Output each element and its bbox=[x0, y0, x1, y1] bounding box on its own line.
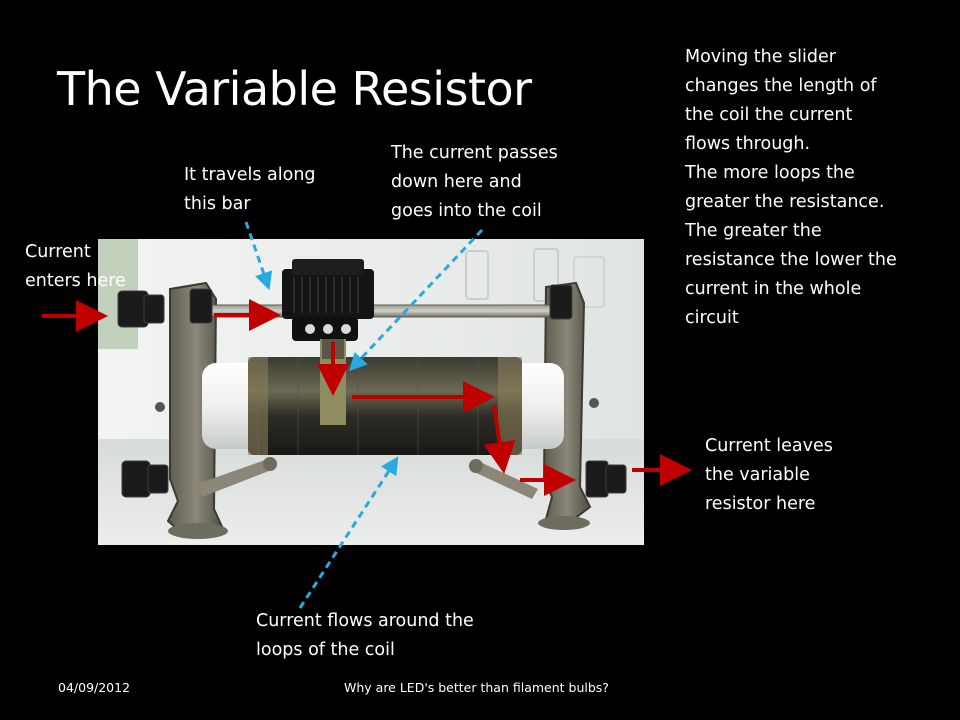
label-line: the variable bbox=[705, 465, 810, 485]
label-current-enters: Current enters here bbox=[25, 238, 126, 296]
footer-caption: Why are LED's better than filament bulbs… bbox=[344, 680, 609, 695]
label-current-leaves: Current leaves the variable resistor her… bbox=[705, 432, 833, 519]
side-note-line: circuit bbox=[685, 308, 739, 328]
label-line: loops of the coil bbox=[256, 640, 395, 660]
label-line: Current leaves bbox=[705, 436, 833, 456]
label-travels-bar: It travels along this bar bbox=[184, 161, 316, 219]
variable-resistor-photo bbox=[98, 239, 644, 545]
label-current-flows: Current flows around the loops of the co… bbox=[256, 607, 474, 665]
label-current-passes: The current passes down here and goes in… bbox=[391, 139, 558, 226]
side-note-line: flows through. bbox=[685, 134, 811, 154]
side-note-line: greater the resistance. bbox=[685, 192, 885, 212]
label-line: The current passes bbox=[391, 143, 558, 163]
footer-date: 04/09/2012 bbox=[58, 680, 131, 695]
label-line: Current flows around the bbox=[256, 611, 474, 631]
side-note-line: The more loops the bbox=[685, 163, 855, 183]
side-note-line: resistance the lower the bbox=[685, 250, 897, 270]
side-note-line: changes the length of bbox=[685, 76, 877, 96]
side-note: Moving the slider changes the length of … bbox=[685, 43, 897, 333]
label-line: enters here bbox=[25, 271, 126, 291]
side-note-line: current in the whole bbox=[685, 279, 862, 299]
label-line: resistor here bbox=[705, 494, 816, 514]
label-line: down here and bbox=[391, 172, 522, 192]
label-line: goes into the coil bbox=[391, 201, 542, 221]
slide-title: The Variable Resistor bbox=[57, 62, 532, 116]
side-note-line: The greater the bbox=[685, 221, 822, 241]
label-line: Current bbox=[25, 242, 91, 262]
label-line: this bar bbox=[184, 194, 251, 214]
label-line: It travels along bbox=[184, 165, 316, 185]
side-note-line: Moving the slider bbox=[685, 47, 836, 67]
side-note-line: the coil the current bbox=[685, 105, 853, 125]
